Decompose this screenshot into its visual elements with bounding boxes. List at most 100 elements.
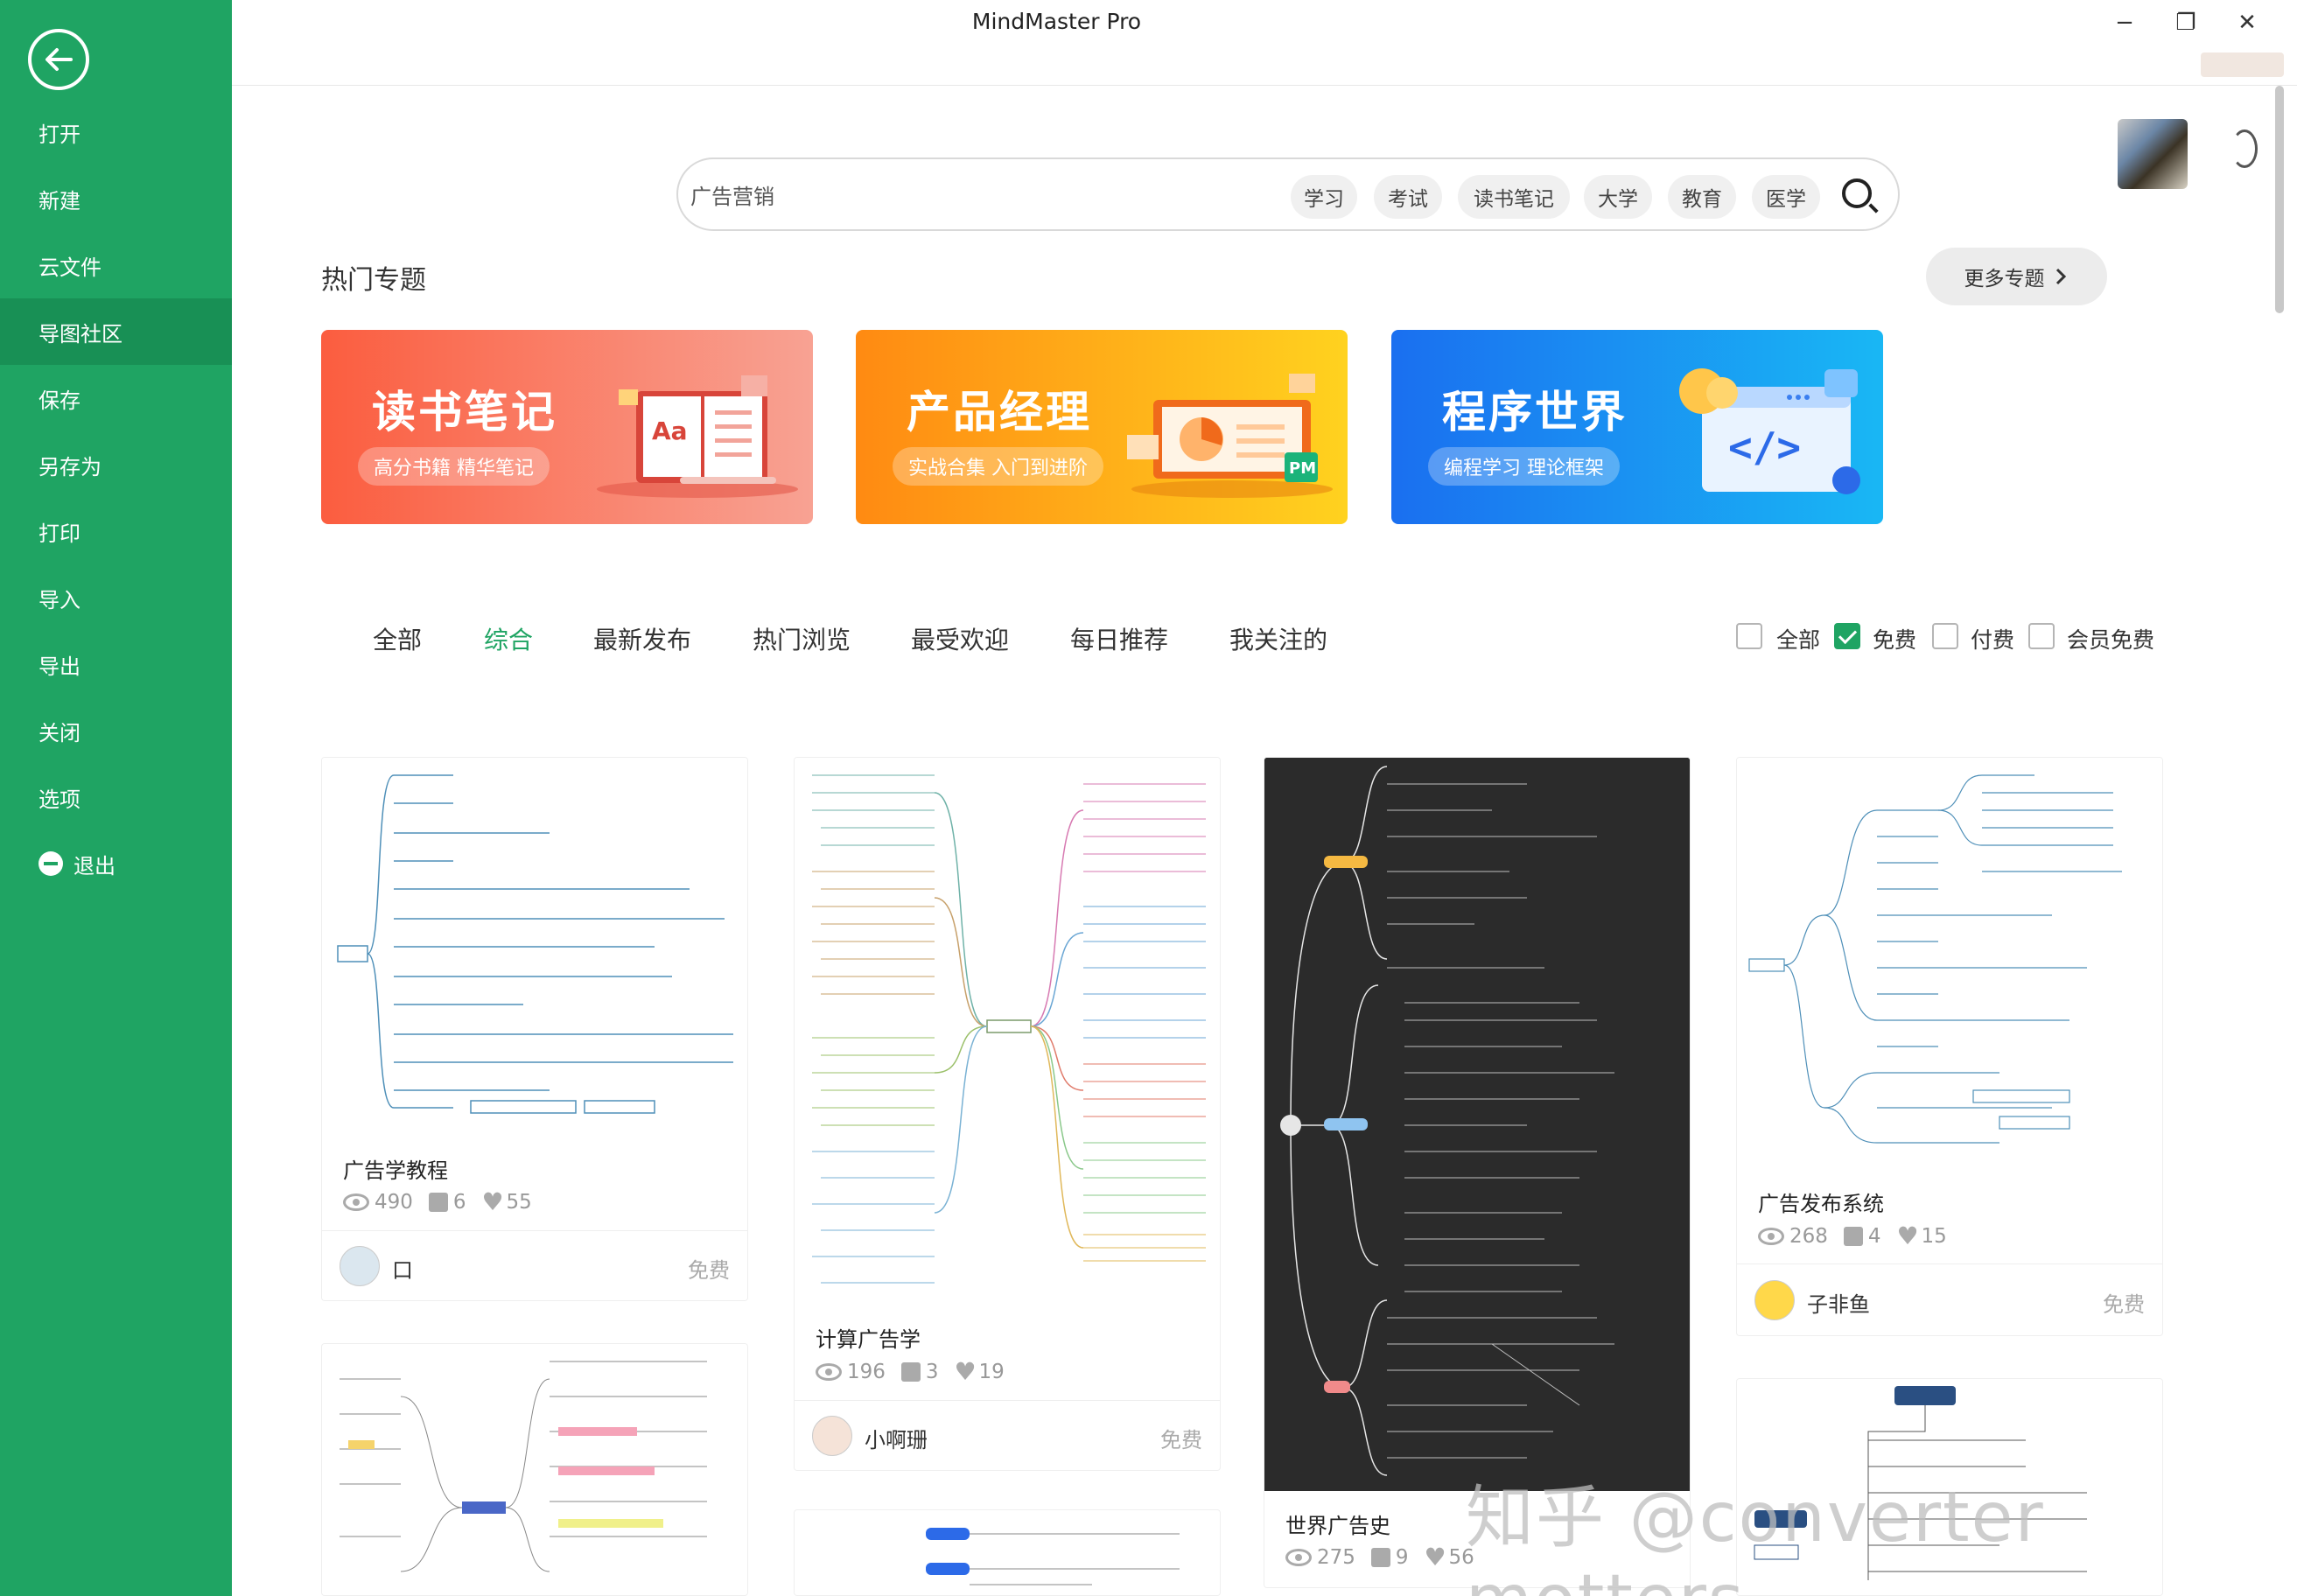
thumbs-up-icon[interactable] (1843, 1227, 1863, 1246)
template-card[interactable] (321, 1343, 748, 1596)
mindmap-thumbnail (1754, 1386, 2087, 1580)
tab-all[interactable]: 全部 (373, 626, 423, 654)
arrow-left-icon (46, 48, 73, 71)
divider (795, 1400, 1220, 1401)
thumbs-up-icon[interactable] (428, 1193, 448, 1212)
more-topics-button[interactable]: 更多专题 (1926, 248, 2107, 305)
eye-icon (343, 1194, 369, 1211)
heart-icon[interactable]: ♥ (1424, 1543, 1446, 1572)
heart-icon[interactable]: ♥ (954, 1357, 977, 1386)
filter-paid-label: 付费 (1971, 627, 2015, 653)
close-button[interactable]: ✕ (2237, 10, 2257, 36)
chevron-right-icon (2055, 268, 2066, 285)
template-card[interactable]: 计算广告学 196 3 ♥ 19 小啊珊 免费 (794, 757, 1221, 1471)
favorite-count: 19 (978, 1361, 1005, 1383)
author-avatar[interactable] (1754, 1280, 1795, 1320)
price-label: 免费 (688, 1258, 730, 1283)
sidebar-item-close[interactable]: 关闭 (39, 720, 81, 746)
banner-programming-world[interactable]: 程序世界 编程学习 理论框架 </> (1391, 330, 1883, 524)
card-title[interactable]: 计算广告学 (816, 1327, 921, 1352)
template-card[interactable]: 世界广告史 275 9 ♥ 56 (1264, 757, 1691, 1588)
author-name[interactable]: 口 (392, 1258, 413, 1283)
title-bar: MindMaster Pro − ❐ ✕ (232, 0, 2297, 86)
search-tag-university[interactable]: 大学 (1584, 175, 1652, 219)
template-card[interactable] (794, 1509, 1221, 1596)
sidebar-item-import[interactable]: 导入 (39, 587, 81, 612)
thumbs-up-icon[interactable] (900, 1362, 921, 1382)
eye-icon (1285, 1549, 1312, 1566)
filter-member-free-checkbox[interactable] (2028, 623, 2055, 649)
watermark: 知乎 @converter motters (1466, 1479, 2045, 1596)
search-tag-education[interactable]: 教育 (1668, 175, 1736, 219)
window-title: MindMaster Pro (971, 9, 1142, 34)
sidebar-item-print[interactable]: 打印 (39, 521, 81, 546)
tab-following[interactable]: 我关注的 (1229, 626, 1328, 654)
sidebar: 打开 新建 云文件 导图社区 保存 另存为 打印 导入 导出 关闭 选项 退出 (0, 0, 232, 1596)
sidebar-item-exit[interactable]: 退出 (0, 830, 232, 897)
heart-icon[interactable]: ♥ (481, 1187, 504, 1216)
author-name[interactable]: 小啊珊 (865, 1428, 928, 1452)
template-card[interactable]: 广告学教程 490 6 ♥ 55 口 免费 (321, 757, 748, 1301)
filter-paid-checkbox[interactable] (1932, 623, 1958, 649)
svg-text:PM: PM (1289, 459, 1316, 478)
filter-all-checkbox[interactable] (1736, 623, 1762, 649)
search-icon[interactable] (1842, 178, 1872, 208)
view-count: 268 (1789, 1225, 1828, 1248)
hot-topics-title: 热门专题 (321, 265, 426, 296)
thumbs-up-icon[interactable] (1370, 1548, 1390, 1567)
search-input[interactable] (690, 175, 1233, 214)
tab-comprehensive[interactable]: 综合 (484, 626, 534, 654)
filter-free-label: 免费 (1873, 627, 1917, 653)
favorite-count: 15 (1921, 1225, 1947, 1248)
refresh-icon[interactable] (2231, 130, 2258, 168)
template-card[interactable] (1736, 1378, 2163, 1596)
author-avatar[interactable] (812, 1416, 852, 1456)
scrollbar-thumb[interactable] (2275, 86, 2284, 313)
user-avatar[interactable] (2118, 119, 2188, 189)
filter-free-checkbox[interactable] (1834, 623, 1860, 649)
like-count: 9 (1395, 1546, 1409, 1569)
price-label: 免费 (1160, 1428, 1202, 1452)
sidebar-item-export[interactable]: 导出 (39, 654, 81, 679)
search-tag-medicine[interactable]: 医学 (1752, 175, 1820, 219)
card-title[interactable]: 广告发布系统 (1758, 1192, 1884, 1216)
banner-reading-notes[interactable]: 读书笔记 高分书籍 精华笔记 Aa (321, 330, 813, 524)
template-card[interactable]: 广告发布系统 268 4 ♥ 15 子非鱼 免费 (1736, 757, 2163, 1336)
like-count: 6 (452, 1191, 466, 1214)
filter-all-label: 全部 (1776, 627, 1821, 653)
sidebar-item-cloud-files[interactable]: 云文件 (39, 255, 102, 280)
restore-button[interactable]: ❐ (2175, 10, 2196, 36)
tab-hot-views[interactable]: 热门浏览 (753, 626, 851, 654)
tab-daily-picks[interactable]: 每日推荐 (1070, 626, 1169, 654)
svg-text:Aa: Aa (652, 416, 688, 445)
card-stats: 268 4 ♥ 15 (1758, 1224, 1963, 1249)
sidebar-item-save[interactable]: 保存 (39, 388, 81, 413)
back-button[interactable] (28, 29, 89, 90)
search-tag-exam[interactable]: 考试 (1374, 175, 1442, 219)
favorite-count: 55 (506, 1191, 532, 1214)
sidebar-item-save-as[interactable]: 另存为 (39, 454, 102, 480)
tab-latest[interactable]: 最新发布 (593, 626, 692, 654)
vertical-scrollbar[interactable] (2273, 86, 2286, 1596)
author-name[interactable]: 子非鱼 (1807, 1292, 1870, 1317)
card-title[interactable]: 世界广告史 (1285, 1514, 1390, 1538)
heart-icon[interactable]: ♥ (1896, 1222, 1919, 1250)
sidebar-item-new[interactable]: 新建 (39, 188, 81, 214)
code-window-illustration-icon: </> (1679, 368, 1860, 494)
sidebar-item-open[interactable]: 打开 (39, 122, 81, 147)
card-title[interactable]: 广告学教程 (343, 1158, 448, 1183)
svg-text:</>: </> (1728, 424, 1801, 471)
tab-most-liked[interactable]: 最受欢迎 (911, 626, 1010, 654)
minimize-button[interactable]: − (2115, 10, 2134, 36)
sidebar-item-options[interactable]: 选项 (39, 787, 81, 812)
mindmap-thumbnail (795, 758, 1220, 1318)
search-tag-reading-notes[interactable]: 读书笔记 (1458, 175, 1570, 219)
author-avatar[interactable] (340, 1246, 380, 1286)
view-count: 275 (1317, 1546, 1355, 1569)
favorite-count: 56 (1448, 1546, 1474, 1569)
search-tag-study[interactable]: 学习 (1291, 175, 1357, 219)
banner-product-manager[interactable]: 产品经理 实战合集 入门到进阶 PM (856, 330, 1348, 524)
account-name-blurred (2201, 52, 2284, 77)
sidebar-item-community[interactable]: 导图社区 (0, 298, 232, 365)
